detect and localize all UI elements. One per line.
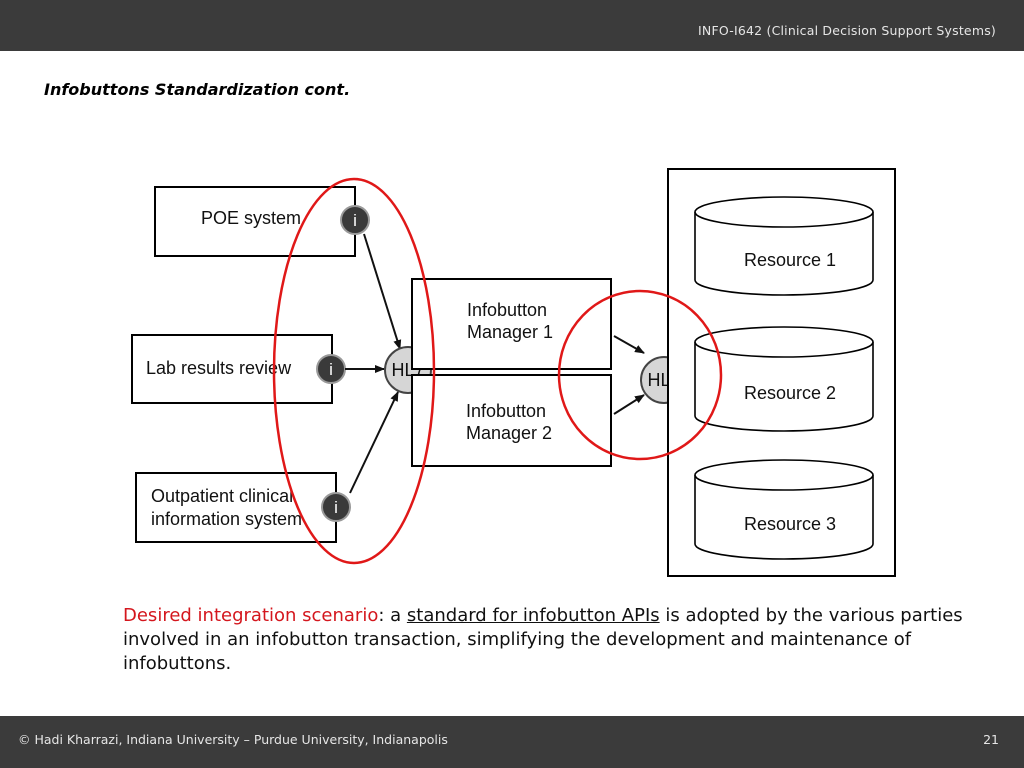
page-number: 21 — [983, 732, 999, 747]
highlight-ellipse-left — [272, 177, 436, 565]
arrow-manager2-to-hl7 — [613, 394, 645, 415]
footer-credit: © Hadi Kharrazi, Indiana University – Pu… — [18, 732, 448, 747]
manager-label-line2: Manager 2 — [466, 423, 552, 443]
infobutton-manager-2: Infobutton Manager 2 — [411, 374, 612, 467]
slide-title: Infobuttons Standardization cont. — [44, 80, 351, 99]
resource-1: Resource 1 — [694, 196, 874, 296]
infobutton-manager-1: Infobutton Manager 1 — [411, 278, 612, 370]
arrow-poe-to-hl7 — [363, 233, 402, 350]
caption-highlight: Desired integration scenario — [123, 605, 379, 626]
highlight-ellipse-right — [557, 289, 723, 461]
caption-rest: is adopted by the various parties involv… — [123, 605, 963, 674]
system-box-label-line1: Outpatient clinical — [151, 486, 293, 506]
resource-label: Resource 3 — [744, 514, 836, 534]
system-box-label: POE system — [201, 208, 301, 228]
resource-label: Resource 2 — [744, 383, 836, 403]
info-icon-glyph: i — [329, 360, 333, 379]
system-box-outpatient: Outpatient clinical information system — [135, 472, 337, 543]
course-title: INFO-I642 (Clinical Decision Support Sys… — [698, 23, 996, 38]
header-bar: INFO-I642 (Clinical Decision Support Sys… — [0, 0, 1024, 51]
resource-2: Resource 2 — [694, 326, 874, 432]
manager-label-line1: Infobutton — [467, 300, 547, 320]
info-icon: i — [316, 354, 346, 384]
footer-bar: © Hadi Kharrazi, Indiana University – Pu… — [0, 716, 1024, 768]
arrow-manager1-to-hl7 — [613, 335, 645, 354]
resource-3: Resource 3 — [694, 459, 874, 560]
manager-label-line2: Manager 1 — [467, 322, 553, 342]
system-box-label-line2: information system — [151, 509, 302, 529]
manager-label-line1: Infobutton — [466, 401, 546, 421]
caption-connector: : a — [378, 605, 407, 626]
system-box-poe: POE system — [154, 186, 356, 257]
caption: Desired integration scenario: a standard… — [123, 604, 963, 676]
info-icon-glyph: i — [353, 211, 357, 230]
info-icon: i — [321, 492, 351, 522]
caption-underlined: standard for infobutton APIs — [406, 605, 660, 626]
info-icon-glyph: i — [334, 498, 338, 517]
arrow-outpatient-to-hl7 — [349, 391, 399, 494]
system-box-label: Lab results review — [146, 358, 292, 378]
system-box-lab-results: Lab results review — [131, 334, 333, 404]
info-icon: i — [340, 205, 370, 235]
resource-label: Resource 1 — [744, 250, 836, 270]
